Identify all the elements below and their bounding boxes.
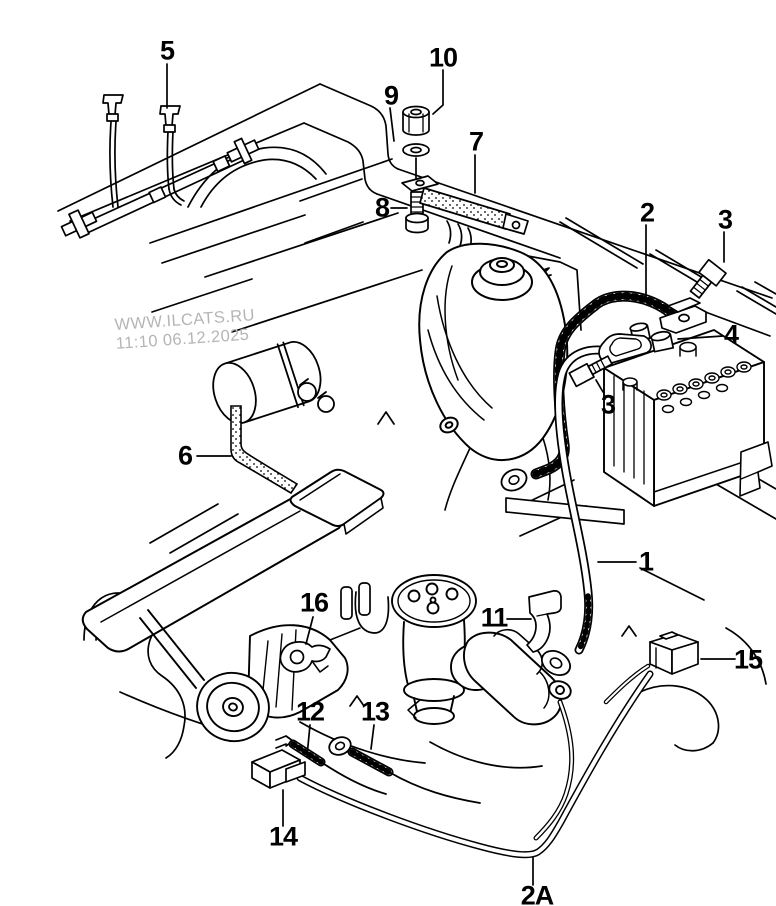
fastener-stack bbox=[401, 105, 529, 235]
callout-16: 16 bbox=[299, 587, 329, 618]
callout-13: 13 bbox=[360, 696, 390, 727]
leader-lines bbox=[166, 63, 736, 886]
battery-cables bbox=[500, 290, 678, 677]
ground-strap-6 bbox=[230, 405, 299, 495]
connector-14 bbox=[251, 749, 306, 789]
lower-harness bbox=[251, 631, 699, 859]
clips bbox=[279, 590, 562, 673]
callout-5: 5 bbox=[159, 35, 175, 66]
callout-10: 10 bbox=[428, 42, 458, 73]
callout-14: 14 bbox=[268, 821, 298, 852]
battery bbox=[603, 329, 773, 507]
alternator bbox=[139, 609, 361, 743]
callout-11: 11 bbox=[480, 602, 509, 633]
valve-cover bbox=[81, 468, 385, 653]
callout-12: 12 bbox=[295, 696, 325, 727]
terminal-hardware bbox=[568, 258, 727, 388]
harness-5 bbox=[60, 94, 260, 239]
cable-1 bbox=[540, 345, 617, 677]
callout-2: 2 bbox=[639, 197, 655, 228]
connector-15 bbox=[603, 631, 699, 705]
callout-3-upper: 3 bbox=[717, 204, 733, 235]
clip-16 bbox=[279, 641, 331, 673]
callout-2A: 2A bbox=[520, 880, 555, 906]
callout-8: 8 bbox=[374, 192, 390, 223]
callout-7: 7 bbox=[468, 126, 484, 157]
callout-6: 6 bbox=[177, 440, 193, 471]
starter-motor bbox=[463, 628, 572, 726]
ignition-coil bbox=[212, 341, 335, 425]
booster-dome bbox=[418, 242, 582, 511]
bracket-11 bbox=[526, 590, 562, 653]
callout-1: 1 bbox=[638, 546, 654, 577]
callout-15: 15 bbox=[733, 644, 763, 675]
callout-4: 4 bbox=[723, 319, 739, 350]
callout-3-lower: 3 bbox=[600, 389, 616, 420]
callout-9: 9 bbox=[383, 80, 399, 111]
